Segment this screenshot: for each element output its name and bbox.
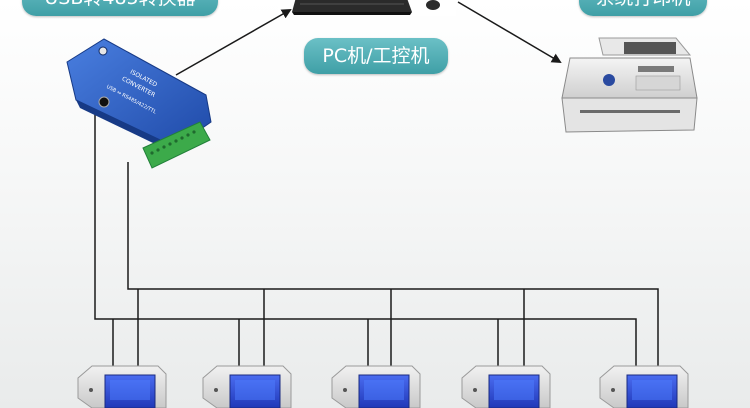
converter-to-pc-arrow (175, 9, 292, 76)
bus-wiring (94, 112, 659, 368)
converter-icon: ISOLATED CONVERTER USB ⇔ RS485/422/TTL (66, 38, 212, 169)
mouse-icon (426, 0, 440, 10)
converter-label: USB转485转换器 (22, 0, 218, 16)
printer-label: 系统打印机 (579, 0, 707, 16)
controller-icon (331, 365, 421, 408)
printer-icon (561, 37, 698, 133)
pc-label: PC机/工控机 (304, 38, 448, 74)
controller-icon (77, 365, 167, 408)
controller-icon (599, 365, 689, 408)
controller-icon (461, 365, 551, 408)
controller-icon (202, 365, 292, 408)
pc-to-printer-arrow (457, 1, 562, 64)
keyboard-icon (278, 0, 456, 16)
